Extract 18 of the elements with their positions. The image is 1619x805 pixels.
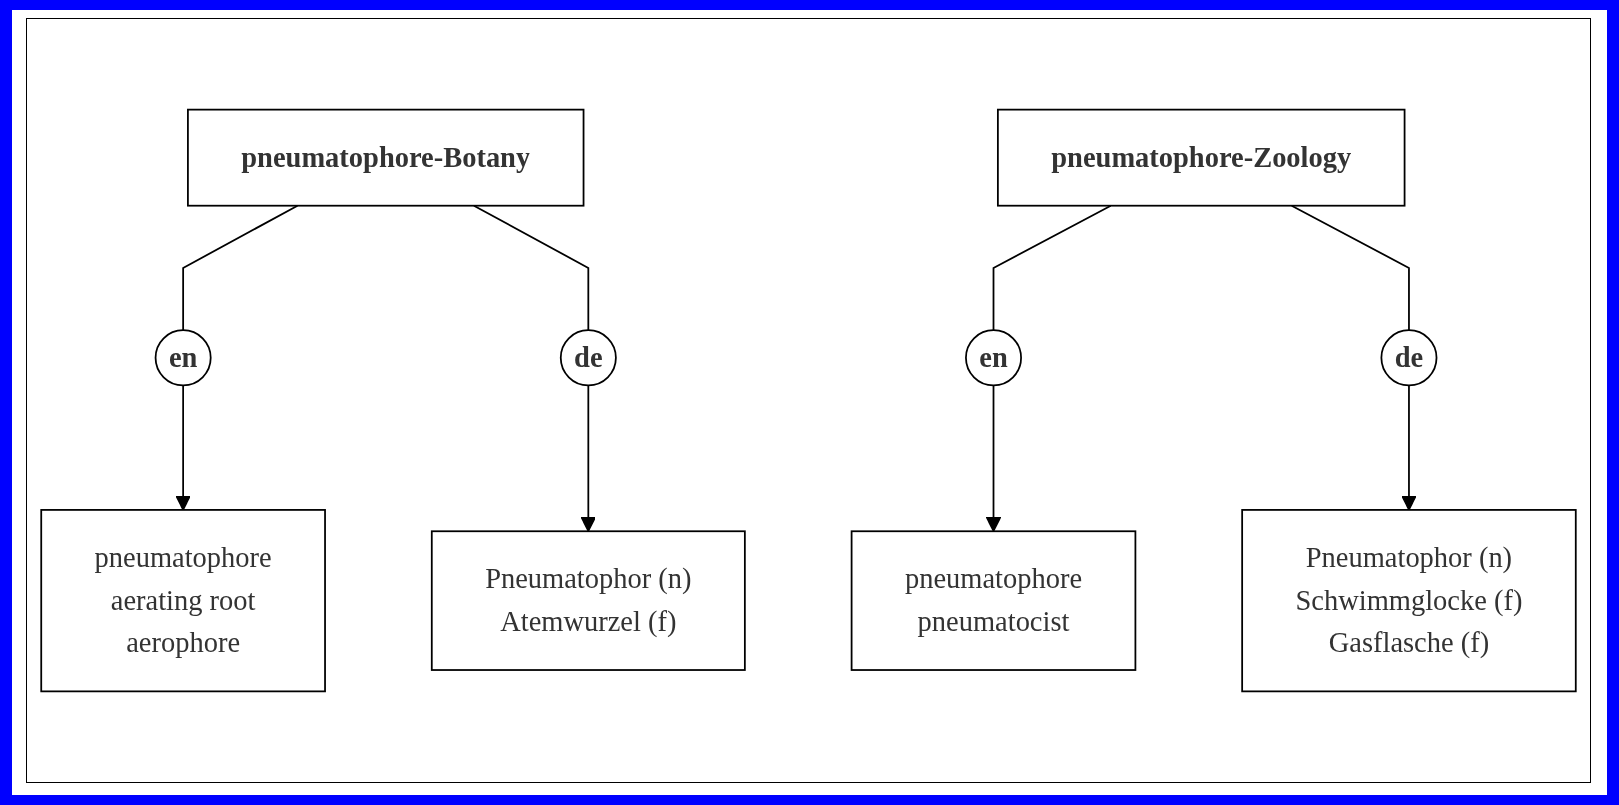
node-circle: en xyxy=(965,329,1022,387)
connector xyxy=(992,204,1112,332)
node-box: pneumatophore-Zoology xyxy=(997,108,1406,207)
connector xyxy=(182,204,299,332)
node-circle: en xyxy=(154,329,212,387)
node-box: Pneumatophor (n) Atemwurzel (f) xyxy=(430,530,746,671)
node-box: pneumatophore aerating root aerophore xyxy=(40,509,326,693)
connector xyxy=(1290,204,1410,332)
connector xyxy=(473,204,590,332)
arrow xyxy=(985,384,1002,532)
arrow xyxy=(1401,384,1417,511)
node-box: Pneumatophor (n) Schwimmglocke (f) Gasflasche (f) xyxy=(1241,509,1577,693)
arrow xyxy=(580,384,597,532)
node-box: pneumatophore pneumatocist xyxy=(850,530,1137,671)
node-circle: de xyxy=(559,329,617,387)
node-box: pneumatophore-Botany xyxy=(187,108,585,207)
node-circle: de xyxy=(1380,329,1438,387)
arrow xyxy=(175,384,191,511)
